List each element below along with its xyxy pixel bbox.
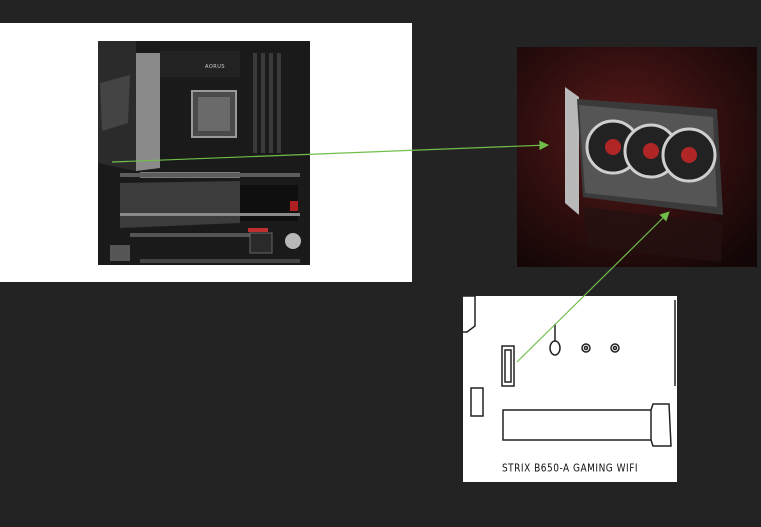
motherboard-schematic: STRIX B650-A GAMING WIFI xyxy=(463,296,677,482)
graphics-card-illustration xyxy=(517,47,757,267)
graphics-card-image xyxy=(517,47,757,267)
motherboard-brand-logo: AORUS xyxy=(205,64,226,70)
schematic-model-label: STRIX B650-A GAMING WIFI xyxy=(501,463,639,475)
motherboard-image: AORUS xyxy=(0,23,412,282)
schematic-drawing xyxy=(463,296,676,447)
motherboard-illustration xyxy=(98,41,310,265)
